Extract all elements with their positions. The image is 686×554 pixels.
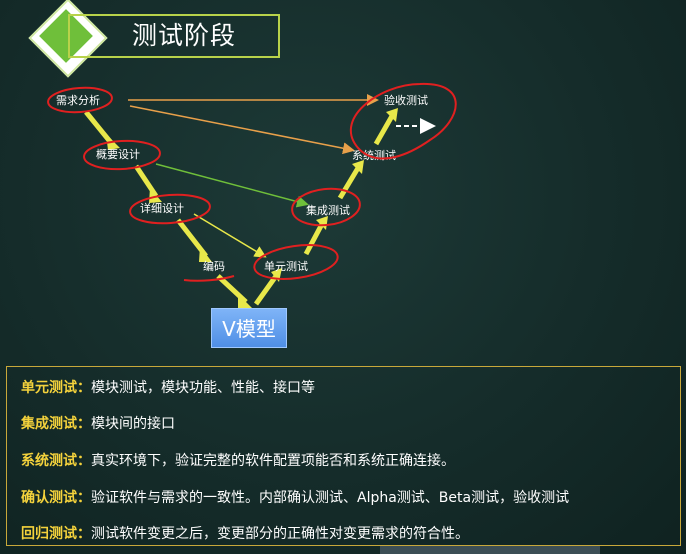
annotation-circle-system-acceptance <box>349 82 457 160</box>
annotation-underline-coding <box>183 275 235 282</box>
definition-term: 回归测试 <box>21 526 77 542</box>
arrow-unit-to-integration <box>303 222 325 256</box>
definition-row: 回归测试：测试软件变更之后，变更部分的正确性对变更需求的符合性。 <box>21 523 469 543</box>
arrow-integration-to-system <box>337 166 361 200</box>
slide-title: 测试阶段 <box>132 21 237 50</box>
definition-separator: ： <box>77 490 91 506</box>
node-high-level-design: 概要设计 <box>96 148 140 161</box>
arrow-req-to-system <box>129 105 355 155</box>
arrowhead-4 <box>238 294 252 308</box>
annotation-circle-hld <box>83 139 161 171</box>
arrowhead-8 <box>386 108 398 122</box>
arrowhead-6 <box>316 216 328 230</box>
arrow-dd-to-unit <box>193 213 267 258</box>
arrow-hld-to-dd <box>133 164 159 198</box>
annotation-circle-dd <box>129 193 211 225</box>
definition-separator: ： <box>77 453 91 469</box>
definition-description: 模块间的接口 <box>91 416 175 432</box>
arrow-system-to-acceptance <box>373 114 395 146</box>
annotation-circle-unit <box>253 244 339 280</box>
node-detailed-design: 详细设计 <box>140 201 184 215</box>
definition-separator: ： <box>77 416 91 432</box>
definitions-panel: 单元测试：模块测试，模块功能、性能、接口等 集成测试：模块间的接口 系统测试：真… <box>6 366 681 546</box>
annotation-circle-integration <box>291 187 361 227</box>
definition-term: 集成测试 <box>21 416 77 432</box>
bottom-toolbar-strip <box>380 546 600 554</box>
arrowhead-2 <box>149 188 162 203</box>
arrow-hld-to-integration <box>155 163 309 208</box>
definition-row: 单元测试：模块测试，模块功能、性能、接口等 <box>21 377 315 397</box>
definition-row: 确认测试：验证软件与需求的一致性。内部确认测试、Alpha测试、Beta测试，验… <box>21 487 569 507</box>
node-acceptance-test: 验收测试 <box>384 93 428 107</box>
definition-row: 系统测试：真实环境下，验证完整的软件配置项能否和系统正确连接。 <box>21 450 455 470</box>
definition-separator: ： <box>77 380 91 396</box>
definition-description: 验证软件与需求的一致性。内部确认测试、Alpha测试、Beta测试，验收测试 <box>91 490 570 506</box>
definition-description: 模块测试，模块功能、性能、接口等 <box>91 380 315 396</box>
title-frame <box>68 14 280 58</box>
node-requirements: 需求分析 <box>56 93 100 107</box>
v-model-label: V模型 <box>211 308 287 348</box>
definition-description: 真实环境下，验证完整的软件配置项能否和系统正确连接。 <box>91 453 455 469</box>
annotation-circle-requirements <box>47 86 113 114</box>
arrow-v-to-unit <box>253 274 279 306</box>
arrowhead-3 <box>199 246 212 262</box>
v-model-diagram: 需求分析 概要设计 详细设计 编码 单元测试 集成测试 系统测试 验收测试 <box>47 82 457 308</box>
definition-term: 单元测试 <box>21 380 77 396</box>
node-integration-test: 集成测试 <box>306 203 350 217</box>
arrowhead-7 <box>352 160 364 174</box>
definition-term: 确认测试 <box>21 490 77 506</box>
definition-row: 集成测试：模块间的接口 <box>21 413 175 433</box>
definition-term: 系统测试 <box>21 453 77 469</box>
definition-description: 测试软件变更之后，变更部分的正确性对变更需求的符合性。 <box>91 526 469 542</box>
node-system-test: 系统测试 <box>352 149 396 162</box>
node-unit-test: 单元测试 <box>264 260 308 273</box>
node-coding: 编码 <box>203 259 225 273</box>
definition-separator: ： <box>77 526 91 542</box>
